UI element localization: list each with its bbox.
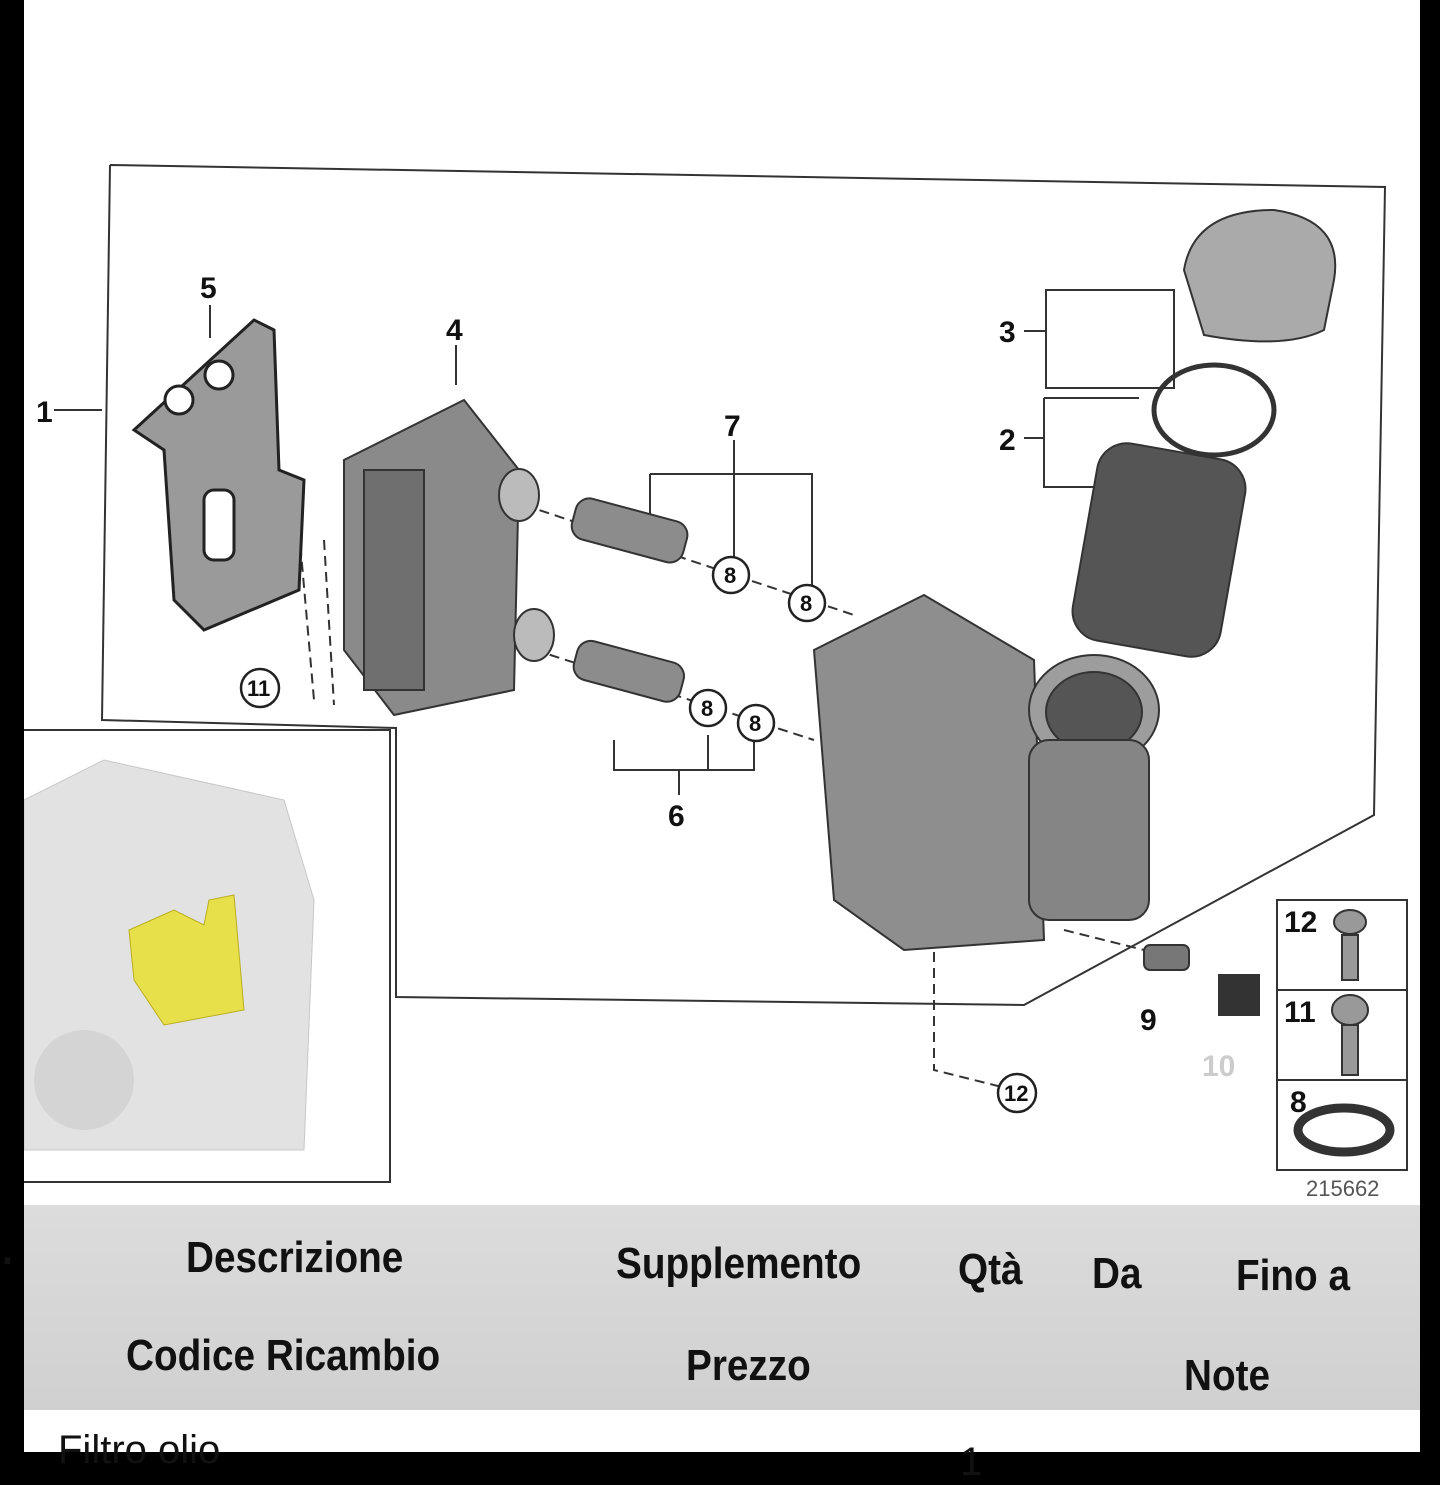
callout-9: 9 bbox=[1140, 1004, 1157, 1037]
legend-number-12: 12 bbox=[1284, 906, 1317, 939]
parts-table-header: . Descrizione Supplemento Qtà Da Fino a … bbox=[2, 1205, 1420, 1410]
callout-6: 6 bbox=[668, 800, 685, 833]
callout-10: 10 bbox=[1202, 1050, 1235, 1083]
bolt-12-head-icon bbox=[1333, 909, 1367, 935]
header-da[interactable]: Da bbox=[1092, 1249, 1142, 1298]
valve-parts bbox=[570, 497, 689, 703]
exploded-parts-diagram: 1 2 3 4 5 6 7 9 10 12 11 8 215662 8 8 8 … bbox=[24, 164, 1408, 1201]
callout-5: 5 bbox=[200, 272, 217, 305]
bolt-12-icon bbox=[1341, 934, 1359, 981]
callout-1: 1 bbox=[36, 396, 53, 429]
bolt-11-head-icon bbox=[1331, 994, 1369, 1026]
header-supplemento[interactable]: Supplemento bbox=[616, 1239, 862, 1288]
circled-callout-11: 11 bbox=[247, 676, 270, 701]
engine-location-image bbox=[24, 759, 315, 1151]
oil-filter-housing-part bbox=[812, 593, 1160, 952]
table-row[interactable]: Filtro olio 1 bbox=[24, 1410, 1420, 1484]
callout-2: 2 bbox=[999, 424, 1016, 457]
oil-filter-element-part bbox=[1071, 208, 1337, 658]
o-ring-8-icon bbox=[1293, 1103, 1395, 1157]
highlighted-part bbox=[128, 894, 245, 1026]
header-prezzo[interactable]: Prezzo bbox=[686, 1341, 811, 1390]
gasket-part bbox=[131, 318, 306, 632]
header-note[interactable]: Note bbox=[1184, 1351, 1271, 1400]
header-fino-a[interactable]: Fino a bbox=[1236, 1251, 1351, 1300]
callout-4: 4 bbox=[446, 314, 463, 347]
legend-box bbox=[1276, 899, 1408, 1171]
header-qta[interactable]: Qtà bbox=[958, 1245, 1023, 1294]
diagram-reference-number: 215662 bbox=[1306, 1176, 1379, 1201]
circled-callout-8: 8 bbox=[800, 591, 812, 616]
row-descrizione: Filtro olio bbox=[58, 1428, 221, 1472]
callout-3: 3 bbox=[999, 316, 1016, 349]
oil-cooler-part bbox=[343, 398, 555, 717]
engine-inset-frame bbox=[24, 729, 391, 1183]
legend-number-8: 8 bbox=[1290, 1086, 1307, 1119]
header-descrizione[interactable]: Descrizione bbox=[186, 1233, 404, 1282]
row-qta: 1 bbox=[960, 1440, 983, 1484]
header-codice-ricambio[interactable]: Codice Ricambio bbox=[126, 1331, 441, 1380]
legend-number-11: 11 bbox=[1284, 996, 1316, 1029]
leader-lines bbox=[54, 289, 1175, 795]
circled-callout-8: 8 bbox=[701, 696, 713, 721]
callout-7: 7 bbox=[724, 410, 741, 443]
callout-circles bbox=[239, 555, 1038, 1114]
circled-callout-12: 12 bbox=[1004, 1081, 1028, 1106]
bolt-11-icon bbox=[1341, 1024, 1359, 1076]
callout-labels: 1 2 3 4 5 6 7 9 10 12 11 8 215662 bbox=[36, 272, 1379, 1201]
header-col-dot: . bbox=[2, 1225, 13, 1274]
circled-callout-8: 8 bbox=[749, 711, 761, 736]
group-frame bbox=[100, 164, 1387, 1007]
circled-callout-8: 8 bbox=[724, 563, 736, 588]
sensor-part bbox=[1143, 944, 1260, 1016]
